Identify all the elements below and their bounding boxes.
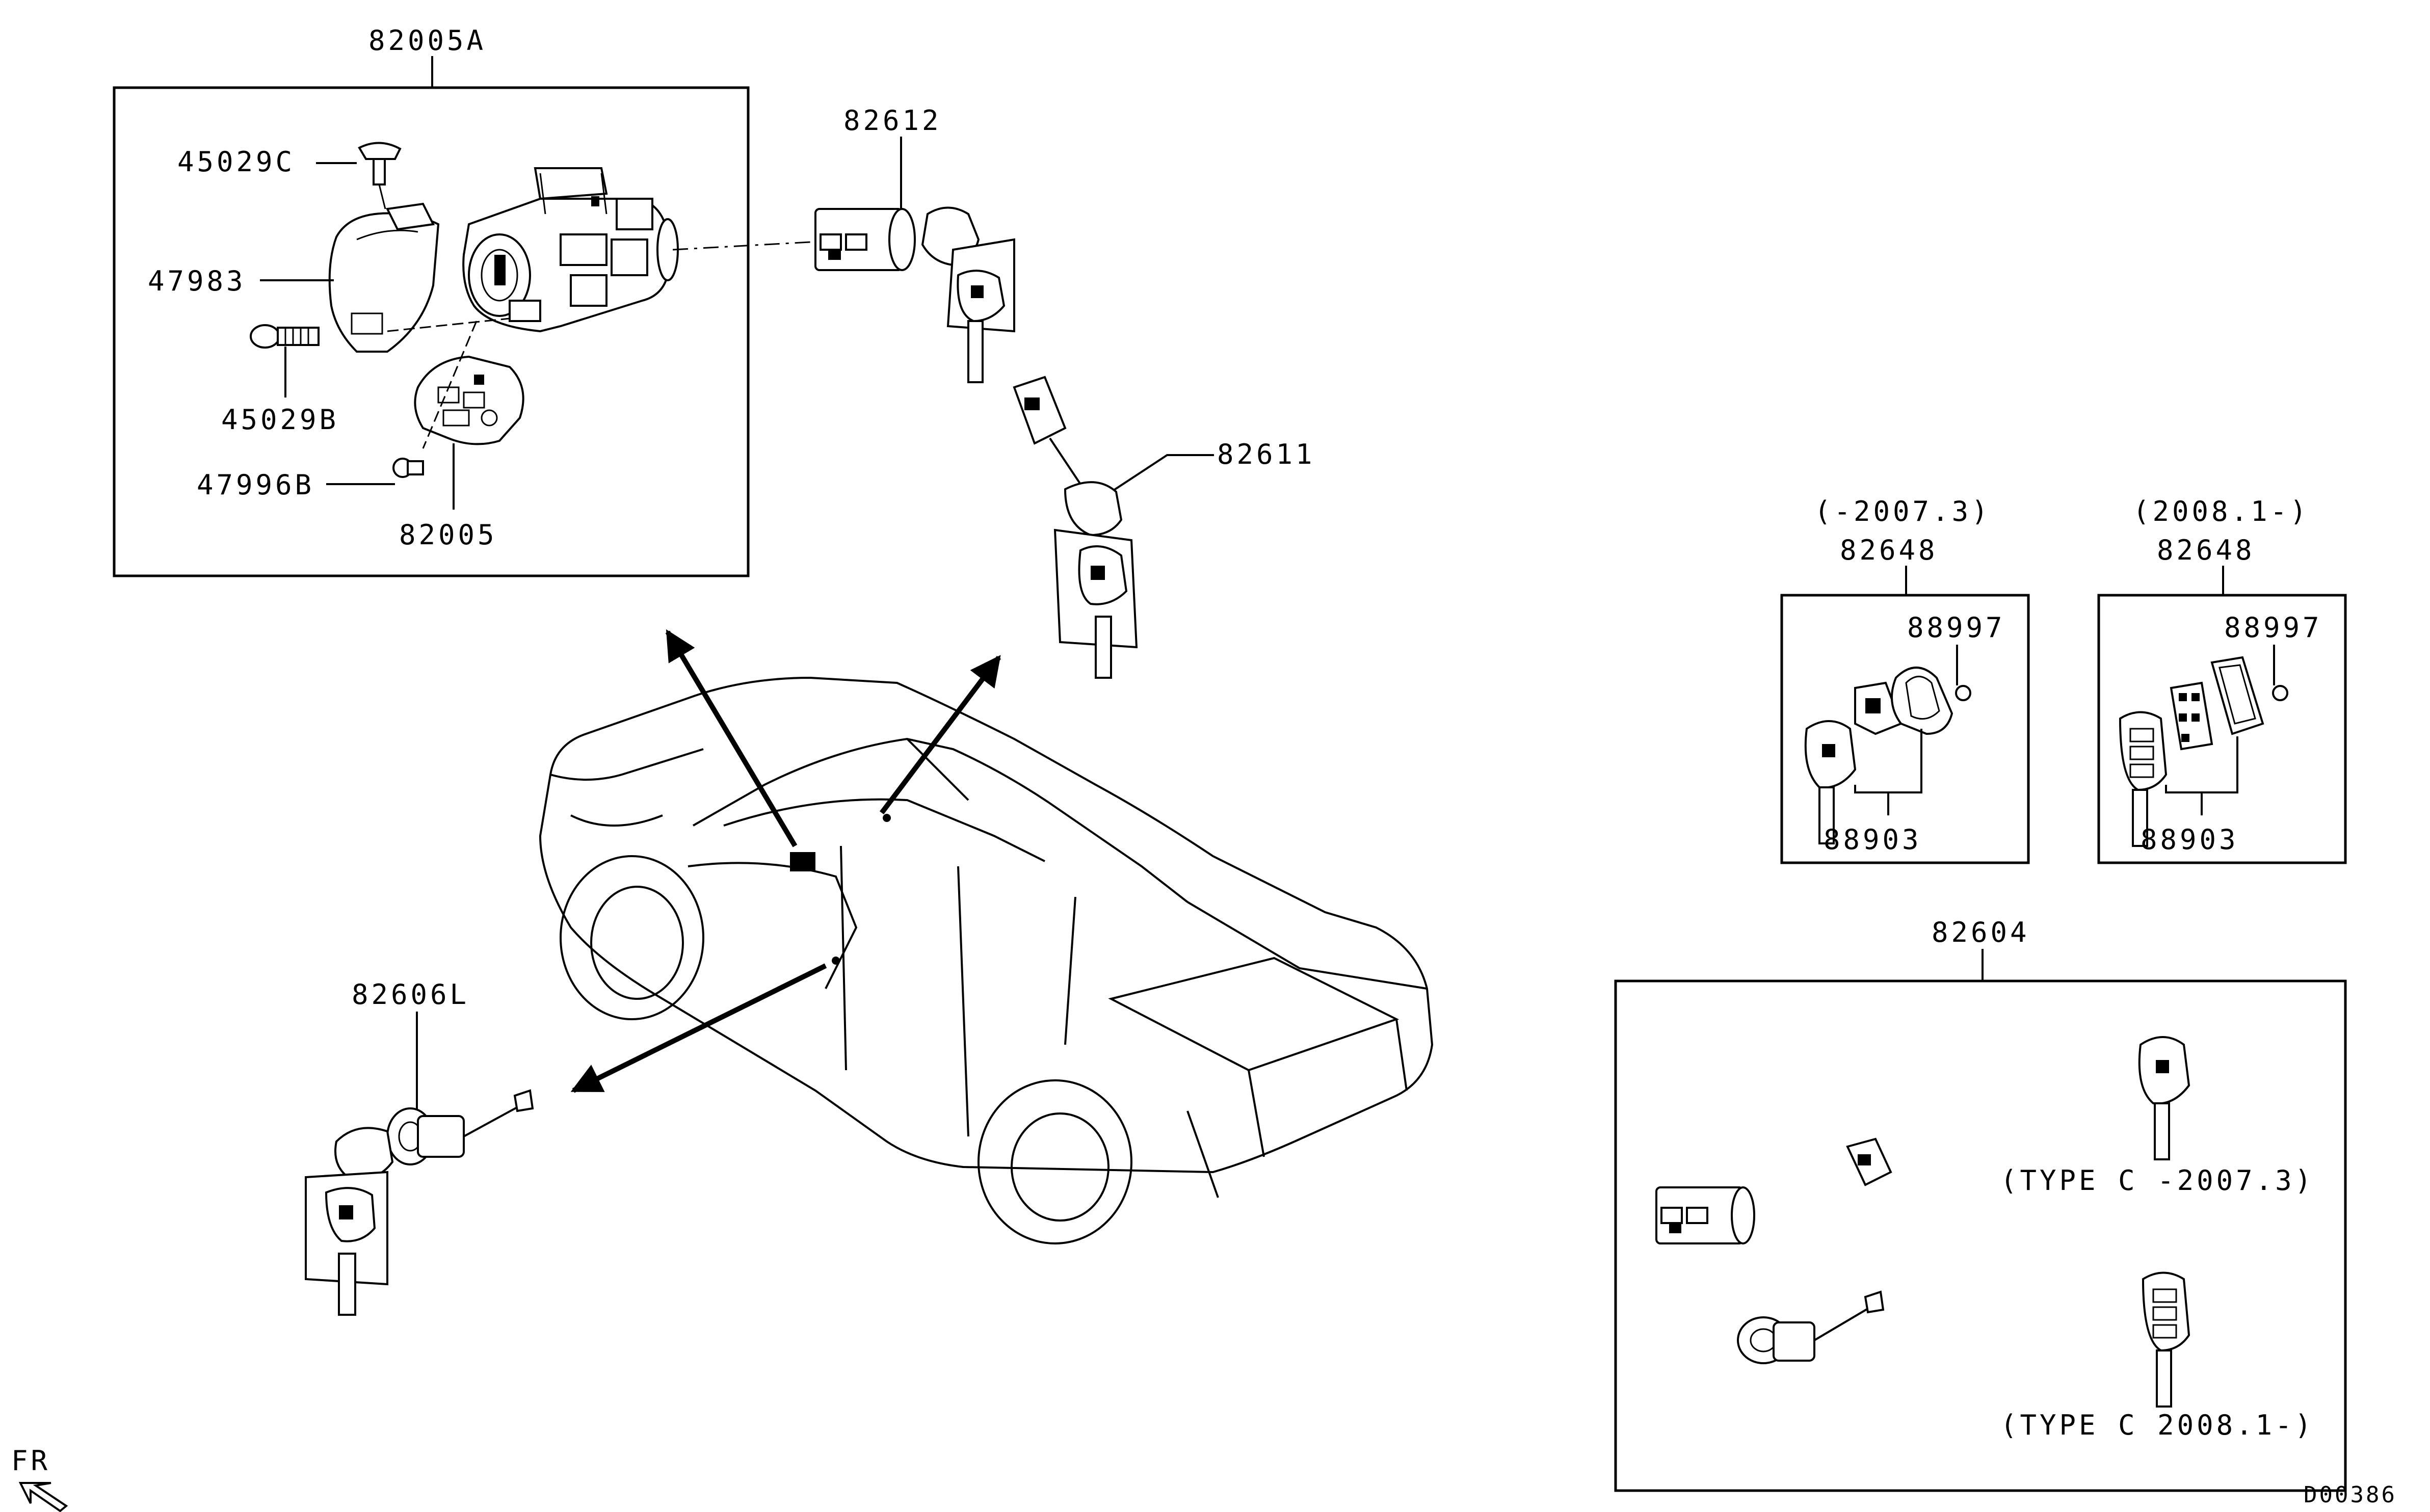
label-88997-old[interactable]: 88997	[1907, 612, 2005, 644]
key-type-c-old[interactable]	[2138, 1036, 2190, 1160]
key-shell-inner-old[interactable]	[1854, 681, 1903, 735]
switch-82005[interactable]	[414, 355, 524, 445]
label-82648-new-range[interactable]: (2008.1-)	[2133, 495, 2310, 527]
label-82611[interactable]: 82611	[1217, 438, 1315, 470]
arrow-to-82611	[880, 655, 1001, 815]
label-82648-old-range[interactable]: (-2007.3)	[1814, 495, 1991, 527]
label-88903-old[interactable]: 88903	[1824, 824, 1922, 856]
label-47983[interactable]: 47983	[148, 265, 246, 297]
label-82606L[interactable]: 82606L	[352, 978, 469, 1011]
group-82648-old: (-2007.3) 82648 88997 88903	[1780, 495, 2030, 864]
label-82648-new[interactable]: 82648	[2157, 534, 2255, 566]
label-type-c-old[interactable]: (TYPE C -2007.3)	[2000, 1164, 2314, 1197]
label-47996B[interactable]: 47996B	[197, 469, 314, 501]
label-82648-old[interactable]: 82648	[1840, 534, 1938, 566]
group-82648-new: (2008.1-) 82648 88997 889	[2097, 495, 2347, 864]
label-45029C[interactable]: 45029C	[177, 146, 295, 178]
ignition-cylinder-82604[interactable]	[1655, 1186, 1755, 1244]
key-82606L[interactable]	[305, 1127, 394, 1316]
cover-47983[interactable]	[328, 202, 440, 353]
label-88903-new[interactable]: 88903	[2141, 824, 2239, 856]
label-82005A[interactable]: 82005A	[368, 24, 486, 57]
screw-47996B[interactable]	[392, 458, 424, 478]
key-82612[interactable]	[921, 206, 1015, 383]
steering-lock-body[interactable]	[462, 167, 679, 333]
group-82648-old-frame	[1780, 594, 2030, 864]
screw-88997-new[interactable]	[2272, 685, 2288, 701]
front-indicator: FR	[11, 1445, 68, 1512]
key-shell-inner-new[interactable]	[2170, 681, 2213, 751]
group-82005A: 82005A 45029C 47983 45029B	[113, 24, 750, 577]
label-fr: FR	[11, 1445, 50, 1477]
label-82612[interactable]: 82612	[843, 104, 942, 137]
label-88997-new[interactable]: 88997	[2224, 612, 2322, 644]
fr-arrow-icon	[18, 1482, 68, 1512]
group-82611: 82611	[1013, 376, 1315, 679]
cylinder-82612[interactable]	[814, 208, 916, 271]
arrow-to-82005A	[665, 629, 798, 847]
key-head-old[interactable]	[1804, 720, 1857, 844]
screw-45029C[interactable]	[358, 142, 402, 185]
group-82612: 82612	[814, 104, 1015, 383]
group-82604-frame	[1614, 979, 2347, 1492]
key-shell-cover-old[interactable]	[1891, 667, 1953, 735]
vehicle-outline[interactable]	[539, 676, 1434, 1244]
door-cylinder-82606L[interactable]	[386, 1089, 534, 1165]
label-82604[interactable]: 82604	[1932, 916, 2030, 948]
label-45029B[interactable]: 45029B	[221, 404, 339, 436]
key-type-c-new[interactable]	[2142, 1271, 2190, 1408]
drawing-id: D00386	[2304, 1482, 2397, 1508]
screw-88997-old[interactable]	[1955, 685, 1971, 701]
group-82604: 82604 (TYPE C -2007.3)	[1614, 916, 2347, 1492]
door-cylinder-82604[interactable]	[1737, 1290, 1885, 1364]
key-shell-cover-new[interactable]	[2210, 656, 2264, 735]
bolt-45029B[interactable]	[250, 324, 320, 349]
label-type-c-new[interactable]: (TYPE C 2008.1-)	[2000, 1409, 2314, 1441]
cylinder-82611[interactable]	[1013, 376, 1081, 485]
arrow-to-82606L	[570, 963, 827, 1093]
key-82611[interactable]	[1053, 481, 1138, 679]
key-head-new[interactable]	[2119, 711, 2168, 847]
label-82005[interactable]: 82005	[399, 519, 497, 551]
group-82648-new-frame	[2097, 594, 2347, 864]
small-cylinder-82604[interactable]	[1846, 1137, 1892, 1186]
group-82606L: 82606L	[305, 978, 534, 1316]
